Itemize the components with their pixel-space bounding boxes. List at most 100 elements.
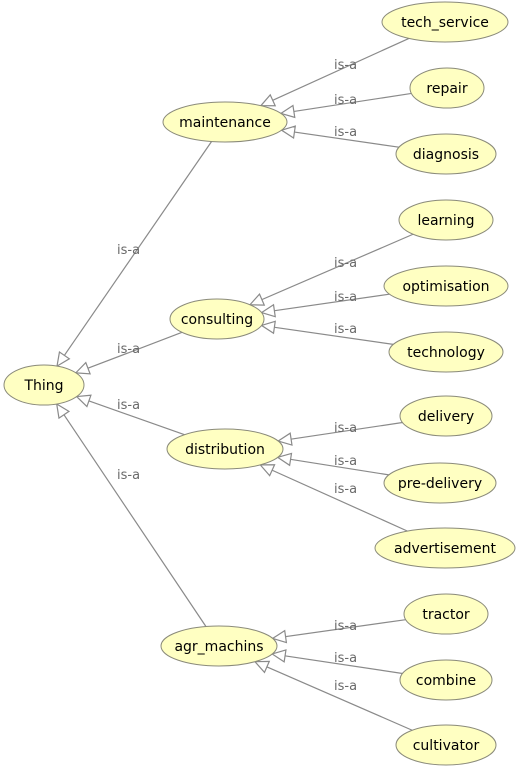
edge-label-is-a: is-a xyxy=(334,454,357,469)
edge-line xyxy=(56,141,213,367)
node-label: learning xyxy=(417,213,474,229)
node-label: tractor xyxy=(422,607,470,623)
is-a-edge-tech_service xyxy=(259,37,410,107)
arrowhead xyxy=(74,361,91,375)
arrowhead xyxy=(258,464,276,477)
edge-label-is-a: is-a xyxy=(117,342,140,357)
is-a-edge-repair xyxy=(279,92,412,119)
arrowhead xyxy=(279,104,296,119)
is-a-edge-optimisation xyxy=(260,293,390,318)
edge-label-is-a: is-a xyxy=(334,256,357,271)
is-a-edge-diagnosis xyxy=(280,125,400,148)
class-node-tractor[interactable]: tractor xyxy=(403,593,489,635)
edge-label-is-a: is-a xyxy=(334,619,357,634)
class-node-delivery[interactable]: delivery xyxy=(399,395,493,437)
class-node-cultivator[interactable]: cultivator xyxy=(395,724,497,766)
node-label: tech_service xyxy=(401,15,489,31)
node-ellipse xyxy=(374,527,516,569)
class-node-tech-service[interactable]: tech_service xyxy=(381,1,509,43)
arrowhead xyxy=(248,292,266,306)
edge-line xyxy=(277,456,389,476)
node-label: advertisement xyxy=(394,541,497,557)
class-node-technology[interactable]: technology xyxy=(388,331,504,373)
class-node-repair[interactable]: repair xyxy=(409,67,485,109)
node-ellipse xyxy=(169,298,265,340)
arrowhead xyxy=(270,649,287,663)
arrowhead xyxy=(253,660,271,674)
node-ellipse xyxy=(388,331,504,373)
class-node-consulting[interactable]: consulting xyxy=(169,298,265,340)
node-ellipse xyxy=(409,67,485,109)
nodes-layer: Thing maintenance consulting distribution ag… xyxy=(3,1,516,766)
arrowhead xyxy=(75,394,92,408)
class-node-combine[interactable]: combine xyxy=(399,659,493,701)
edge-label-is-a: is-a xyxy=(334,482,357,497)
edge-label-is-a: is-a xyxy=(334,93,357,108)
class-node-learning[interactable]: learning xyxy=(398,199,494,241)
node-label: cultivator xyxy=(413,738,480,754)
edge-line xyxy=(76,395,185,436)
is-a-edge-maintenance xyxy=(56,141,213,368)
node-ellipse xyxy=(383,265,509,307)
node-label: Thing xyxy=(23,378,63,394)
arrowhead xyxy=(260,320,276,335)
node-ellipse xyxy=(398,199,494,241)
is-a-edge-distribution xyxy=(75,394,185,436)
node-label: maintenance xyxy=(179,115,271,131)
arrowhead xyxy=(276,452,293,467)
node-ellipse xyxy=(166,428,284,470)
is-a-edge-consulting xyxy=(74,331,183,375)
node-label: distribution xyxy=(185,442,265,458)
edge-line xyxy=(272,653,403,675)
class-node-diagnosis[interactable]: diagnosis xyxy=(395,133,497,175)
edges-layer xyxy=(55,37,414,731)
edge-line xyxy=(75,331,183,374)
node-label: agr_machins xyxy=(174,639,263,655)
node-ellipse xyxy=(395,133,497,175)
class-node-distribution[interactable]: distribution xyxy=(166,428,284,470)
node-ellipse xyxy=(383,462,497,504)
edge-line xyxy=(261,324,394,345)
is-a-edge-tractor xyxy=(271,619,406,644)
is-a-edge-agr_machins xyxy=(55,402,207,627)
node-label: diagnosis xyxy=(413,147,479,163)
node-ellipse xyxy=(399,659,493,701)
node-ellipse xyxy=(160,625,278,667)
edge-line xyxy=(260,464,408,532)
edge-line xyxy=(249,233,414,306)
edge-labels-layer: is-a is-a is-a is-a is-a is-a is-a is-a is-a is-a… xyxy=(117,58,357,694)
node-label: repair xyxy=(426,81,467,97)
node-label: technology xyxy=(407,345,485,361)
edge-label-is-a: is-a xyxy=(334,125,357,140)
is-a-edge-pre_delivery xyxy=(276,452,389,476)
node-label: pre-delivery xyxy=(398,476,482,492)
class-node-thing[interactable]: Thing xyxy=(3,364,85,406)
class-node-pre-delivery[interactable]: pre-delivery xyxy=(383,462,497,504)
edge-label-is-a: is-a xyxy=(334,679,357,694)
edge-line xyxy=(261,293,390,314)
class-node-optimisation[interactable]: optimisation xyxy=(383,265,509,307)
node-ellipse xyxy=(395,724,497,766)
is-a-edge-combine xyxy=(270,649,403,675)
arrowhead xyxy=(55,402,71,420)
arrowhead xyxy=(259,93,277,107)
edge-label-is-a: is-a xyxy=(334,290,357,305)
class-node-advertisement[interactable]: advertisement xyxy=(374,527,516,569)
class-node-agr-machins[interactable]: agr_machins xyxy=(160,625,278,667)
class-node-maintenance[interactable]: maintenance xyxy=(162,101,288,143)
node-ellipse xyxy=(162,101,288,143)
node-label: consulting xyxy=(181,312,253,328)
edge-line xyxy=(56,403,207,627)
edge-line xyxy=(272,619,406,640)
is-a-edge-advertisement xyxy=(258,464,408,532)
edge-label-is-a: is-a xyxy=(117,468,140,483)
node-ellipse xyxy=(399,395,493,437)
node-label: optimisation xyxy=(402,279,489,295)
node-ellipse xyxy=(3,364,85,406)
edge-label-is-a: is-a xyxy=(117,243,140,258)
edge-line xyxy=(260,37,410,107)
edge-label-is-a: is-a xyxy=(334,58,357,73)
edge-line xyxy=(280,92,412,115)
is-a-edge-cultivator xyxy=(253,660,413,731)
